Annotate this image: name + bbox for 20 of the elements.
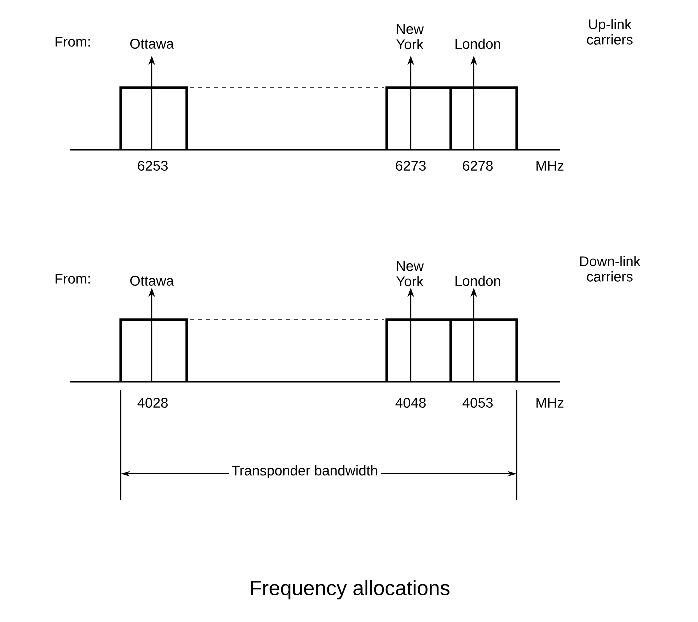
unit-label: MHz	[536, 161, 564, 171]
frequency-label: 6273	[396, 161, 426, 171]
caption: Frequency allocations	[251, 580, 450, 600]
row-label: From:	[56, 274, 90, 284]
frequency-label: 6253	[138, 161, 168, 171]
station-label: London	[456, 38, 500, 50]
frequency-label: 4048	[396, 398, 426, 408]
station-label: Ottawa	[130, 39, 174, 49]
station-label: New York	[396, 24, 424, 50]
frequency-label: 4028	[138, 398, 168, 408]
frequency-label: 6278	[463, 161, 493, 171]
station-label: Ottawa	[130, 276, 174, 286]
station-label: London	[456, 276, 500, 286]
row-label: From:	[56, 37, 90, 47]
frequency-label: 4053	[462, 398, 493, 408]
band-label: Down-link carriers	[580, 256, 641, 282]
dimension-label: Transponder bandwidth	[229, 462, 381, 482]
unit-label: MHz	[536, 398, 564, 408]
band-label: Up-link carriers	[587, 19, 633, 45]
station-label: New York	[396, 261, 424, 287]
